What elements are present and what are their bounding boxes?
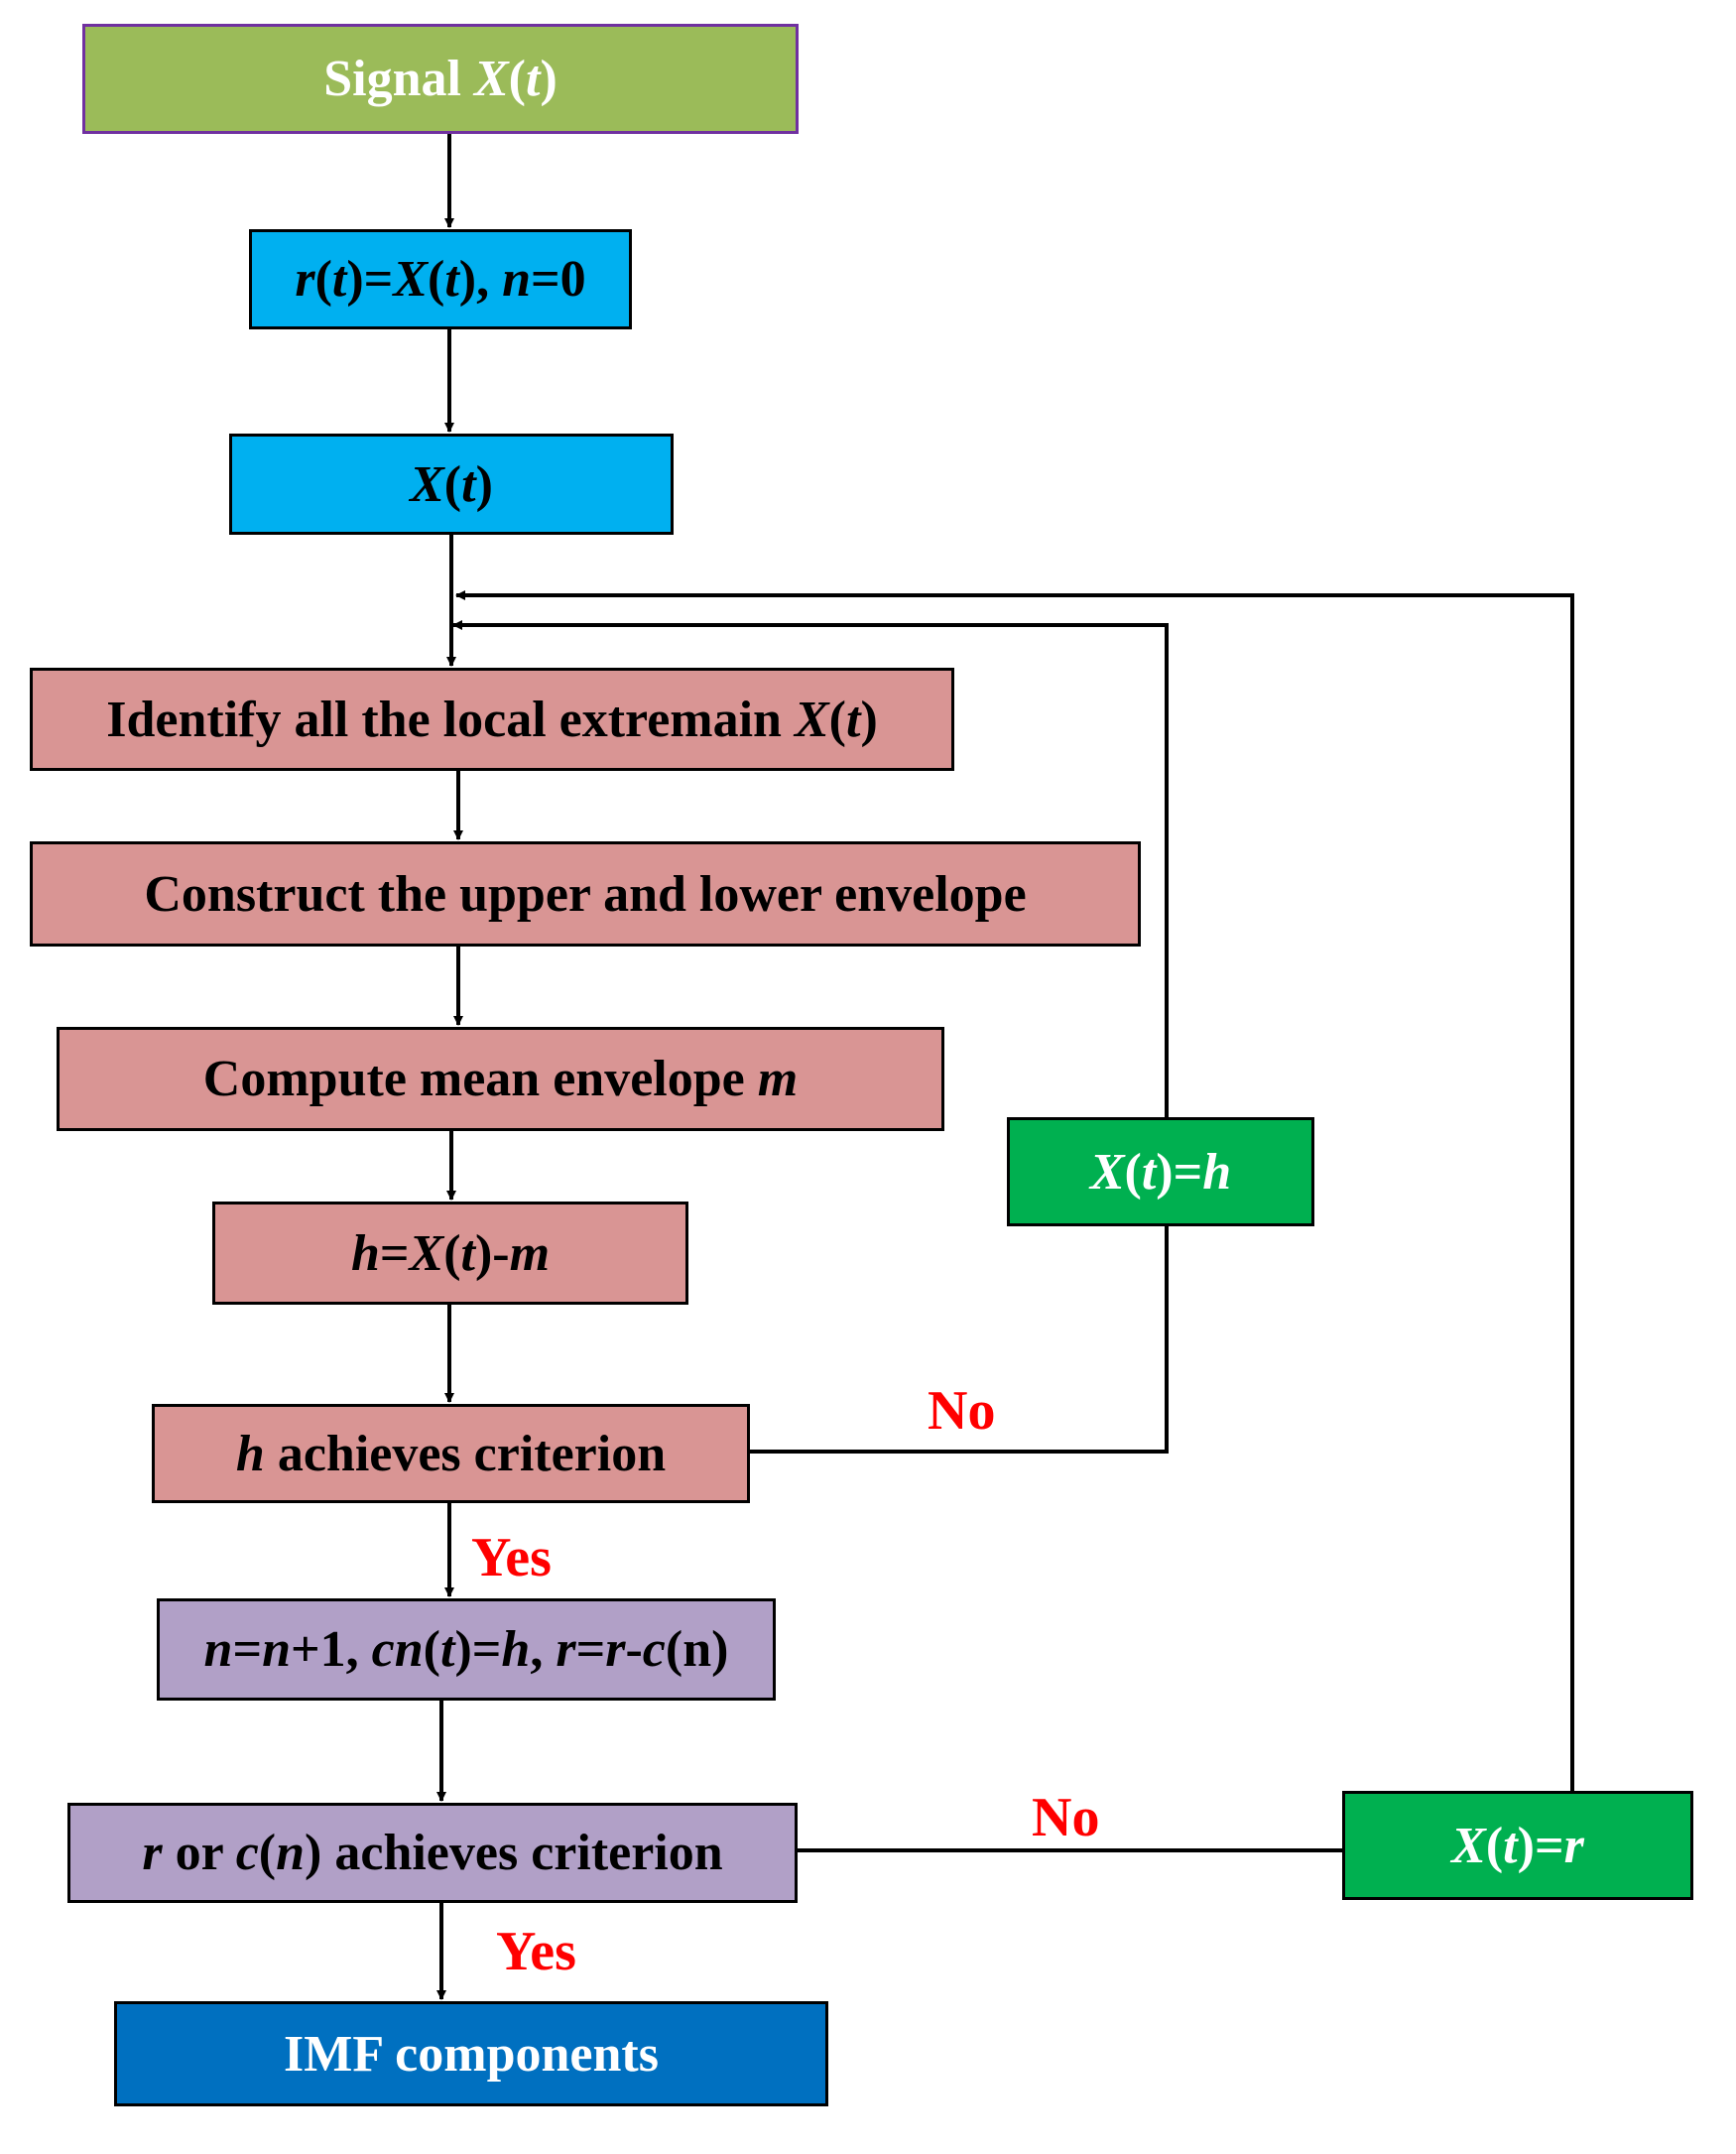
- init-box: r(t)=X(t), n=0: [249, 229, 632, 329]
- signal-text: Signal X(t): [323, 51, 558, 107]
- x-equals-r-text: X(t)=r: [1451, 1817, 1584, 1874]
- construct-envelope-box: Construct the upper and lower envelope: [30, 841, 1141, 947]
- no-label-h: No: [928, 1380, 996, 1442]
- h-calc-box: h=X(t)-m: [212, 1202, 688, 1305]
- identify-extrema-box: Identify all the local extremain X(t): [30, 668, 954, 771]
- r-criterion-text: r or c(n) achieves criterion: [142, 1825, 723, 1881]
- signal-box: Signal X(t): [82, 24, 799, 134]
- update-text: n=n+1, cn(t)=h, r=r-c(n): [203, 1621, 729, 1678]
- update-box: n=n+1, cn(t)=h, r=r-c(n): [157, 1598, 776, 1701]
- loop-no-h-path: [749, 1226, 1169, 1454]
- yes-label-h: Yes: [471, 1527, 552, 1588]
- imf-components-box: IMF components: [114, 2001, 828, 2106]
- init-text: r(t)=X(t), n=0: [295, 251, 586, 308]
- loop-xr-return-path: [455, 590, 1574, 1791]
- x-equals-h-box: X(t)=h: [1007, 1117, 1314, 1226]
- xt-text: X(t): [410, 455, 493, 513]
- identify-text: Identify all the local extremain X(t): [106, 691, 878, 748]
- construct-text: Construct the upper and lower envelope: [144, 865, 1027, 923]
- x-equals-r-box: X(t)=r: [1342, 1791, 1693, 1900]
- mean-text: Compute mean envelope m: [202, 1051, 799, 1107]
- no-label-r: No: [1032, 1787, 1100, 1848]
- x-equals-h-text: X(t)=h: [1089, 1143, 1232, 1201]
- mean-envelope-box: Compute mean envelope m: [57, 1027, 944, 1131]
- r-criterion-box: r or c(n) achieves criterion: [67, 1803, 798, 1903]
- imf-text: IMF components: [284, 2025, 659, 2083]
- h-criterion-box: h achieves criterion: [152, 1404, 750, 1503]
- h-criterion-text: h achieves criterion: [235, 1425, 667, 1482]
- xt-box: X(t): [229, 434, 674, 535]
- yes-label-r: Yes: [496, 1921, 576, 1982]
- h-calc-text: h=X(t)-m: [350, 1224, 551, 1282]
- loop-xh-return-path: [452, 620, 1169, 1117]
